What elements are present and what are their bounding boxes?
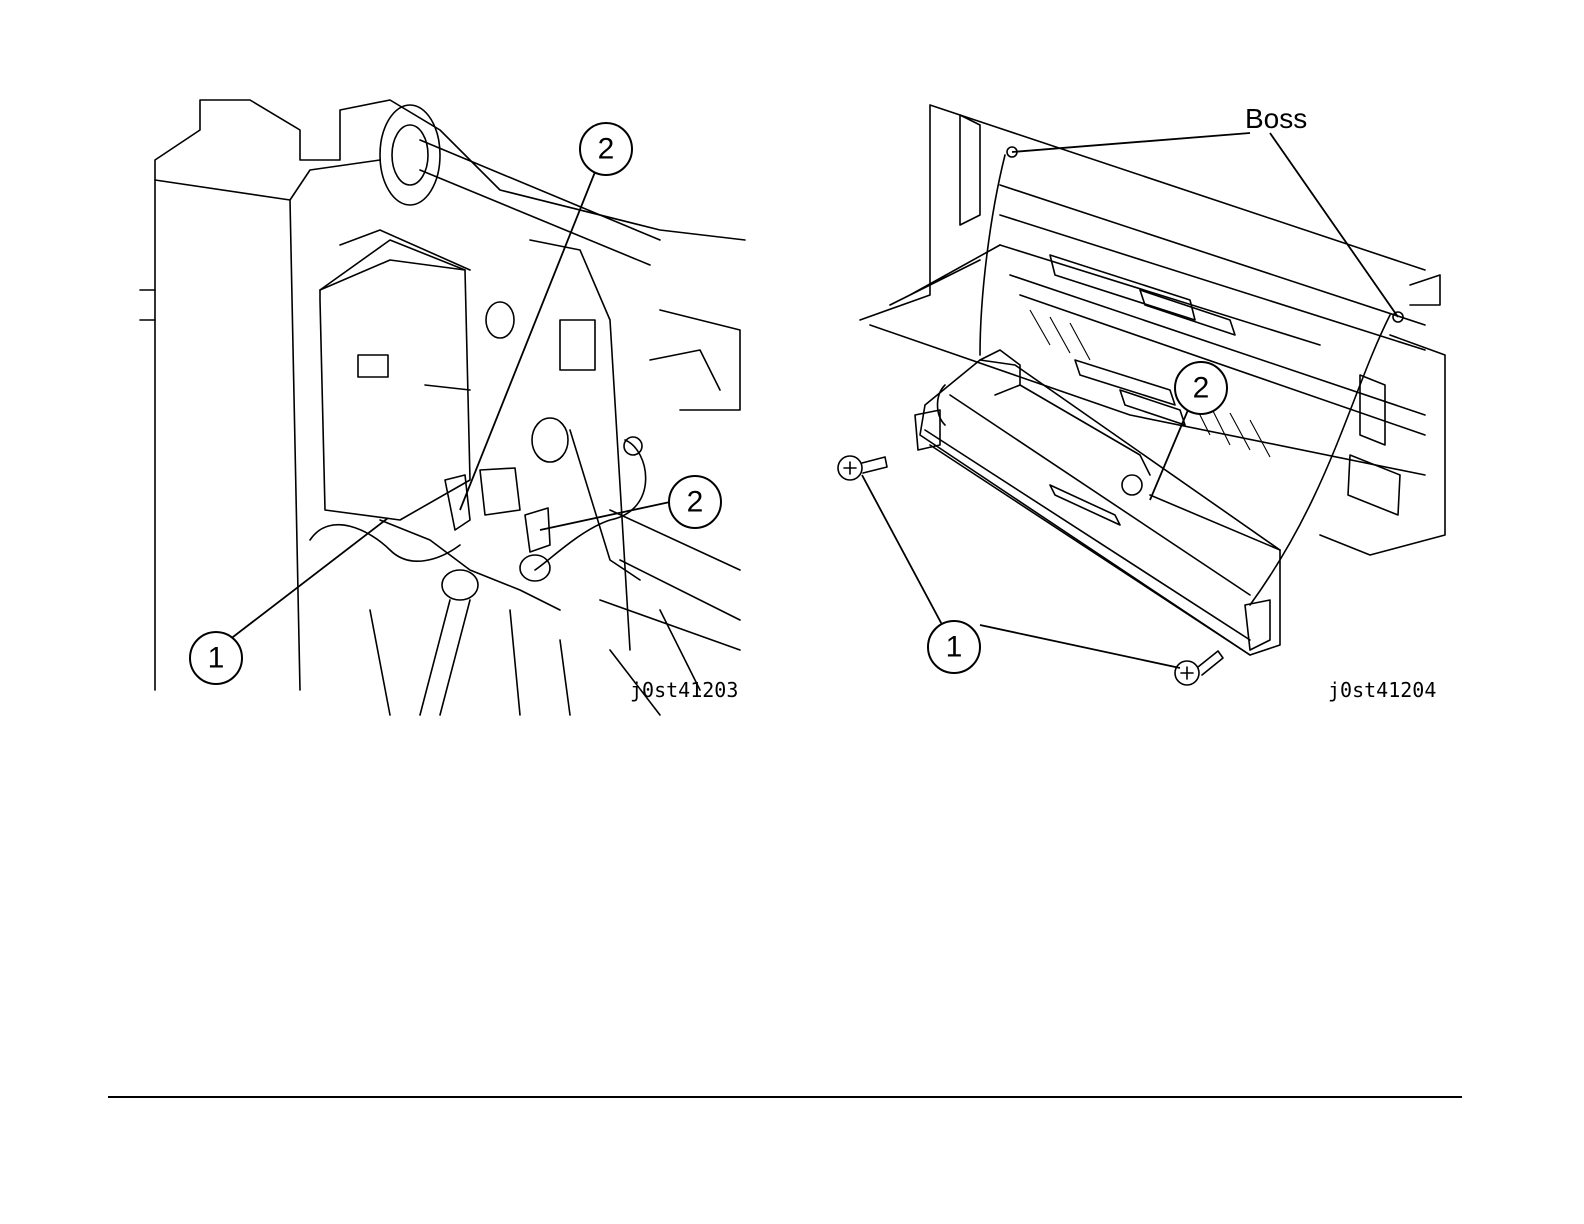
svg-text:2: 2 xyxy=(598,133,615,166)
svg-text:1: 1 xyxy=(208,642,225,675)
left-illustration: 1 2 2 xyxy=(140,90,745,715)
callout-1: 1 xyxy=(190,632,242,684)
svg-text:2: 2 xyxy=(687,486,704,519)
callout-2: 2 xyxy=(1175,362,1227,414)
figure-code-left: j0st41203 xyxy=(630,678,738,702)
svg-text:1: 1 xyxy=(946,631,963,664)
footer-rule xyxy=(108,1096,1462,1098)
callout-2-lower: 2 xyxy=(669,476,721,528)
callout-2-upper: 2 xyxy=(580,123,632,175)
right-illustration: Boss 1 2 xyxy=(850,95,1445,710)
callout-1: 1 xyxy=(928,621,980,673)
figure-right: Boss 1 2 xyxy=(850,95,1445,710)
svg-text:2: 2 xyxy=(1193,372,1210,405)
figure-left: 1 2 2 xyxy=(140,90,745,715)
boss-label: Boss xyxy=(1245,103,1307,134)
figure-code-right: j0st41204 xyxy=(1328,678,1436,702)
screw-right-icon xyxy=(1175,651,1223,685)
